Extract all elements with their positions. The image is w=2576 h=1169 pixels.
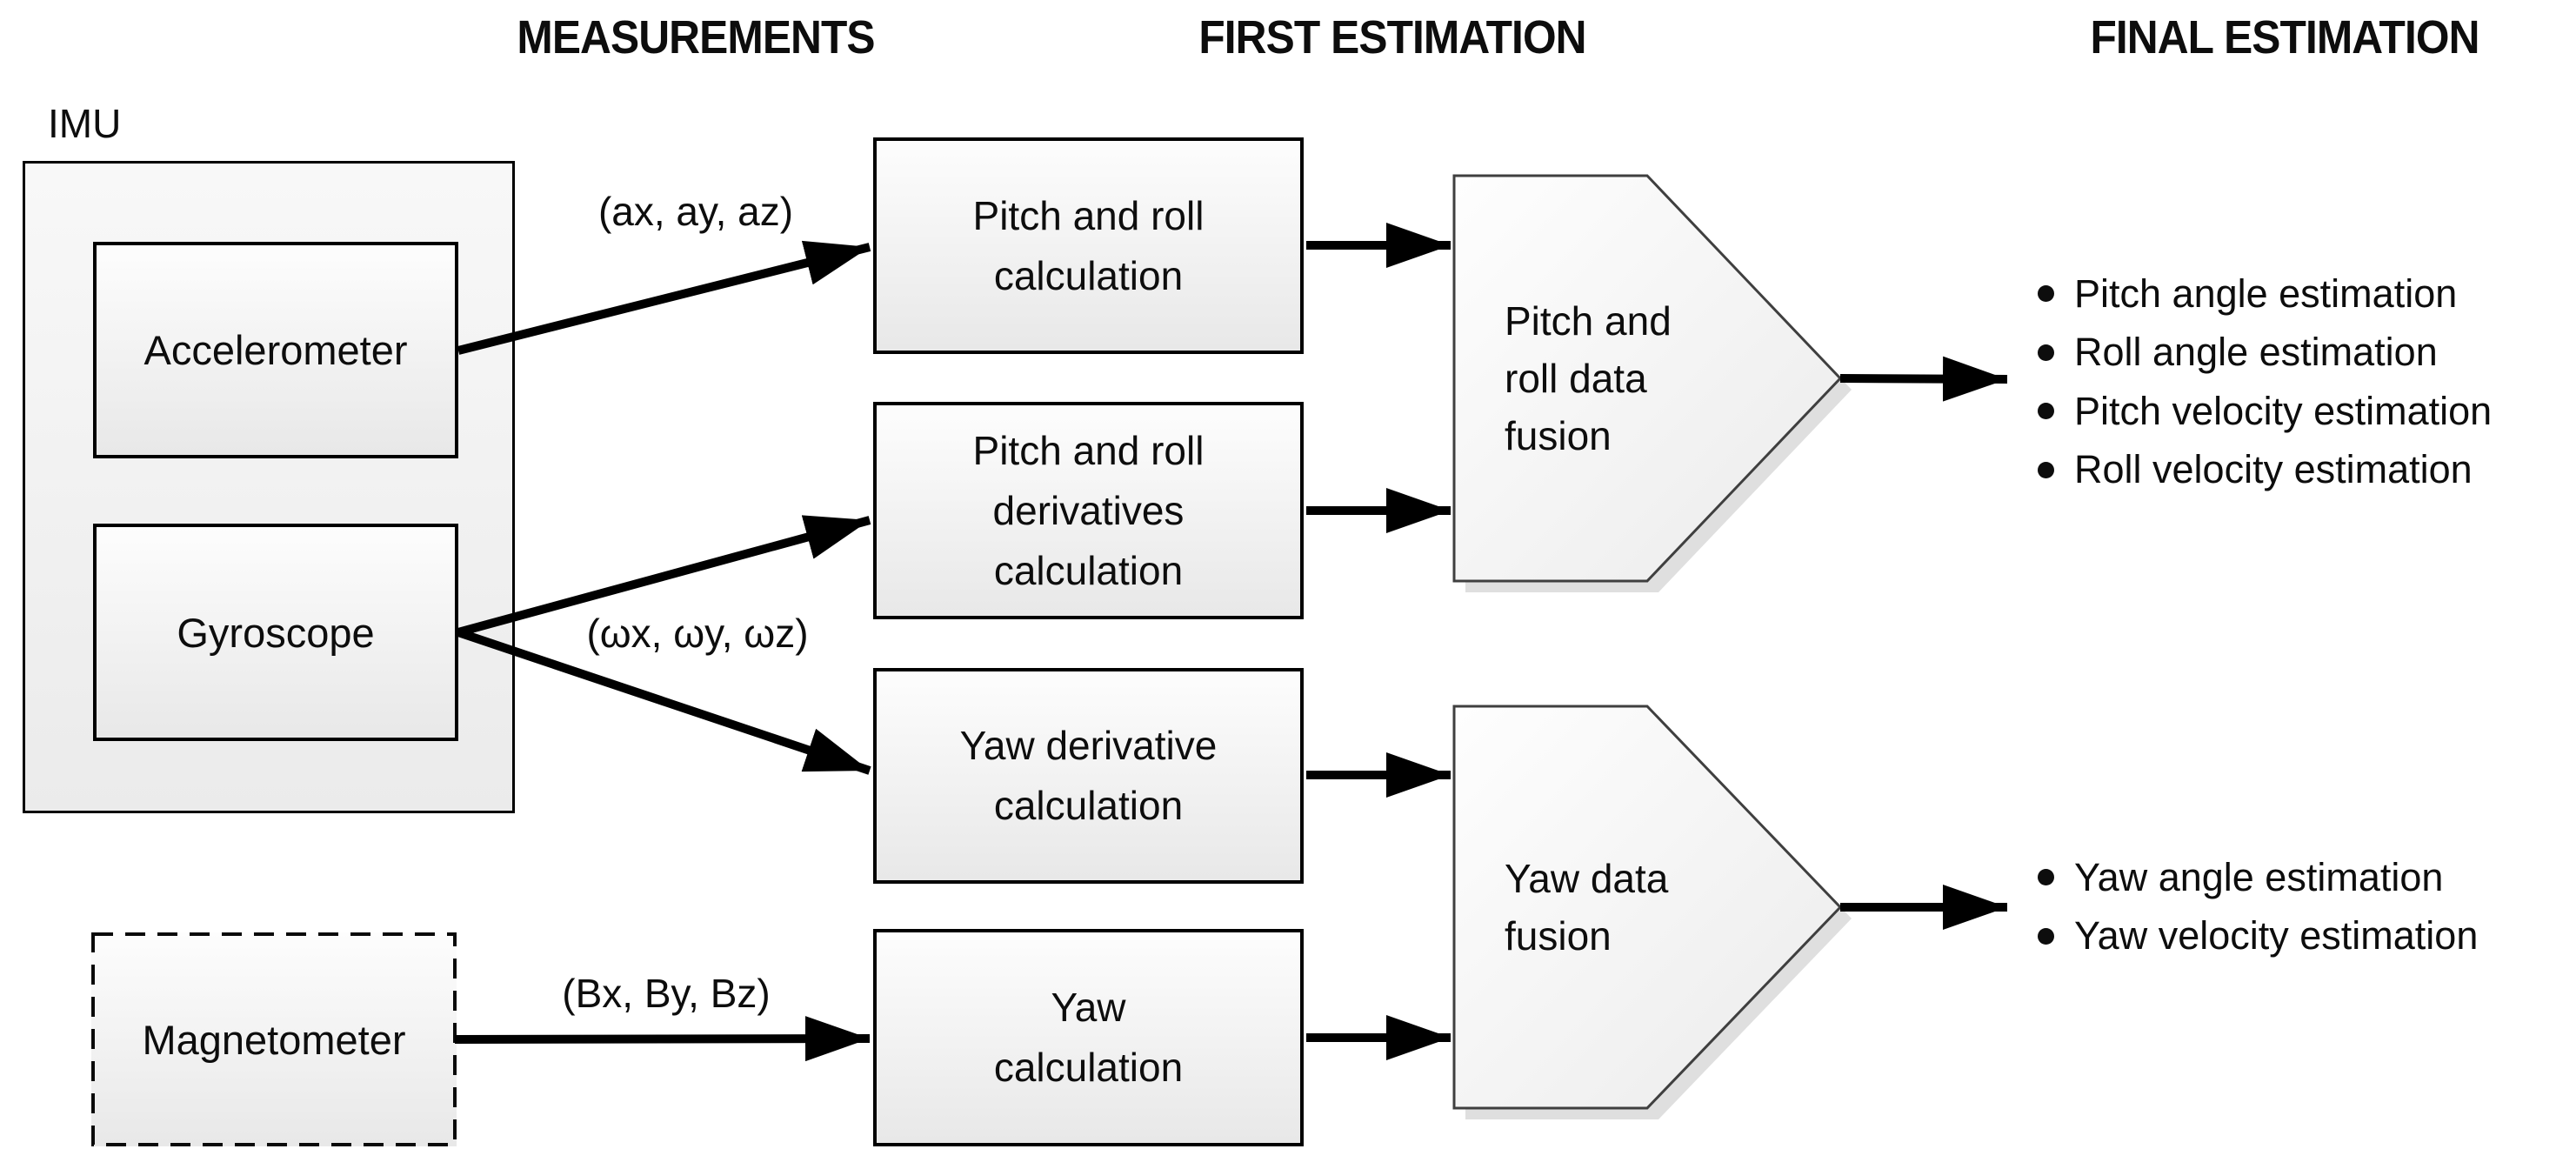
pitch-roll-calculation-box: Pitch and roll calculation: [873, 137, 1304, 354]
bullet-icon: [2038, 869, 2054, 886]
accelerometer-box: Accelerometer: [93, 242, 458, 458]
pitch-roll-derivatives-calculation-box: Pitch and roll derivatives calculation: [873, 402, 1304, 619]
list-item: Pitch velocity estimation: [2038, 382, 2492, 441]
output-label: Yaw velocity estimation: [2074, 913, 2479, 959]
bullet-icon: [2038, 285, 2054, 303]
output-label: Pitch angle estimation: [2074, 271, 2458, 316]
magnetometer-signal-label: (Bx, By, Bz): [562, 971, 771, 1016]
yaw-derivative-calculation-label: Yaw derivative calculation: [959, 723, 1218, 828]
pitch-roll-calculation-label: Pitch and roll calculation: [972, 192, 1205, 298]
list-item: Yaw angle estimation: [2038, 848, 2478, 907]
pitch-roll-derivatives-calculation-label: Pitch and roll derivatives calculation: [972, 427, 1205, 593]
list-item: Pitch angle estimation: [2038, 264, 2492, 324]
yaw-outputs-list: Yaw angle estimation Yaw velocity estima…: [2038, 848, 2478, 965]
pitch-roll-data-fusion-label: Pitch and roll data fusion: [1505, 298, 1672, 458]
output-label: Pitch velocity estimation: [2074, 388, 2493, 433]
accelerometer-signal-label: (ax, ay, az): [597, 189, 794, 234]
output-label: Roll velocity estimation: [2074, 447, 2473, 492]
yaw-calculation-box: Yaw calculation: [873, 929, 1304, 1146]
pitch-roll-outputs-list: Pitch angle estimation Roll angle estima…: [2038, 264, 2492, 499]
gyroscope-label: Gyroscope: [177, 609, 375, 656]
list-item: Yaw velocity estimation: [2038, 907, 2478, 966]
column-header-final-estimation: FINAL ESTIMATION: [2090, 11, 2479, 63]
yaw-calculation-label: Yaw calculation: [993, 985, 1184, 1090]
arrow-accelerometer-to-pitch-roll-calculation: [457, 240, 871, 355]
list-item: Roll velocity estimation: [2038, 441, 2492, 500]
yaw-data-fusion-label: Yaw data fusion: [1505, 856, 1669, 959]
magnetometer-label: Magnetometer: [142, 1016, 406, 1063]
list-item: Roll angle estimation: [2038, 324, 2492, 383]
bullet-icon: [2038, 461, 2054, 478]
bullet-icon: [2038, 344, 2054, 361]
bullet-icon: [2038, 927, 2054, 945]
bullet-icon: [2038, 403, 2054, 420]
yaw-derivative-calculation-box: Yaw derivative calculation: [873, 668, 1304, 884]
accelerometer-label: Accelerometer: [143, 327, 408, 373]
column-header-first-estimation: FIRST ESTIMATION: [1198, 11, 1586, 63]
magnetometer-box: Magnetometer: [91, 932, 457, 1146]
imu-group-label: IMU: [48, 101, 122, 146]
gyroscope-signal-label: (ωx, ωy, ωz): [586, 611, 809, 656]
output-label: Roll angle estimation: [2074, 330, 2438, 375]
arrow-pitch-roll-fusion-to-outputs: [1839, 356, 2008, 402]
output-label: Yaw angle estimation: [2074, 854, 2444, 899]
column-header-measurements: MEASUREMENTS: [517, 11, 875, 63]
gyroscope-box: Gyroscope: [93, 524, 458, 741]
